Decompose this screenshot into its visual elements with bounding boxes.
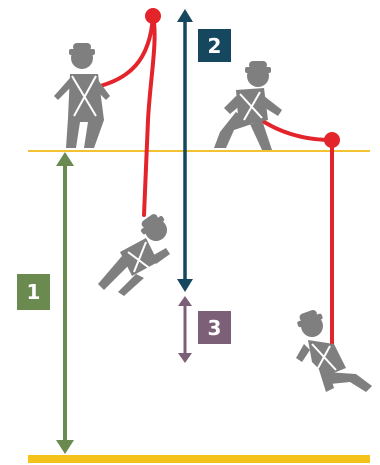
label-3-text: 3: [208, 316, 222, 340]
ground-line: [28, 455, 370, 463]
label-2-text: 2: [208, 34, 222, 58]
label-1-text: 1: [27, 280, 41, 304]
lanyard-right: [245, 108, 332, 345]
worker-standing-icon: [54, 43, 110, 148]
worker-falling-icon: [98, 210, 173, 296]
dimension-3-arrow: [178, 296, 192, 363]
anchor-point-left: [145, 8, 161, 24]
label-3: 3: [198, 311, 231, 344]
worker-crouching-icon: [214, 61, 282, 150]
dimension-1-arrow: [56, 152, 74, 454]
label-2: 2: [198, 29, 231, 62]
label-1: 1: [17, 274, 50, 310]
anchor-point-right: [324, 132, 340, 148]
